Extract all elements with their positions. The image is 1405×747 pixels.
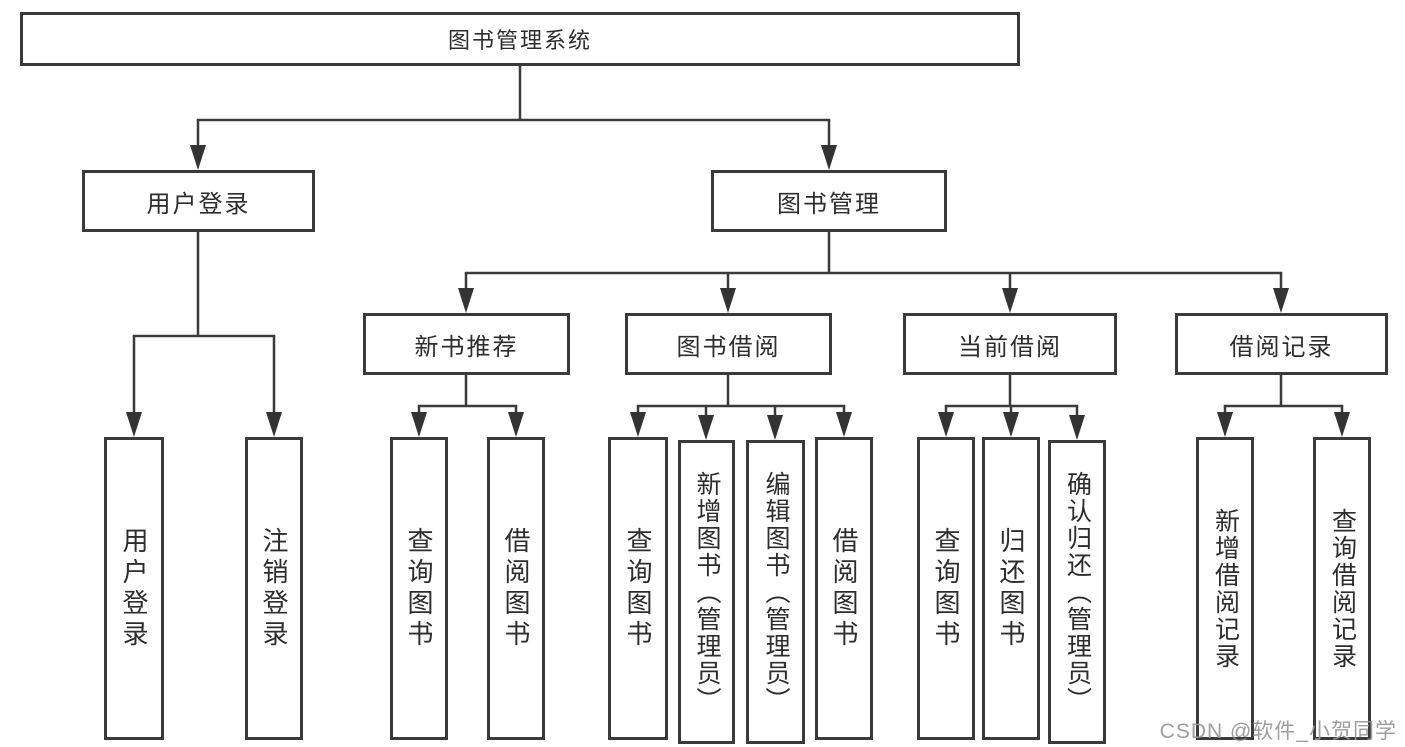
node-new-book-recommend: 新书推荐 [363,313,570,375]
connector-book-borrow [630,375,852,440]
leaf-edit-books-admin: 编辑图书（管理员） [746,440,805,744]
connector-borrow-records [1217,375,1350,437]
leaf-return-books: 归还图书 [982,437,1040,740]
connector-book-management [458,232,1289,313]
connector-current-borrow [938,375,1085,440]
leaf-add-borrow-record: 新增借阅记录 [1196,437,1254,740]
connector-user-login [126,232,282,437]
node-root-system: 图书管理系统 [20,12,1020,66]
leaf-add-books-admin: 新增图书（管理员） [678,440,735,744]
leaf-query-borrow-record: 查询借阅记录 [1313,437,1371,740]
leaf-confirm-return-admin: 确认归还（管理员） [1048,440,1106,744]
node-user-login: 用户登录 [82,170,315,232]
leaf-user-login: 用户登录 [104,437,164,740]
leaf-query-books-borrow: 查询图书 [608,437,668,740]
leaf-logout: 注销登录 [245,437,303,740]
leaf-query-books-current: 查询图书 [917,437,975,740]
node-borrow-records: 借阅记录 [1175,313,1388,375]
csdn-watermark: CSDN @软件_小贺同学 [1159,720,1397,743]
connector-new-book-recommend [411,375,524,437]
node-book-borrow: 图书借阅 [625,313,832,375]
leaf-borrow-books-recommend: 借阅图书 [487,437,545,740]
leaf-query-books-recommend: 查询图书 [390,437,448,740]
connector-root [190,66,837,170]
leaf-borrow-books: 借阅图书 [815,437,873,740]
node-current-borrow: 当前借阅 [903,313,1117,375]
node-book-management: 图书管理 [711,170,947,232]
